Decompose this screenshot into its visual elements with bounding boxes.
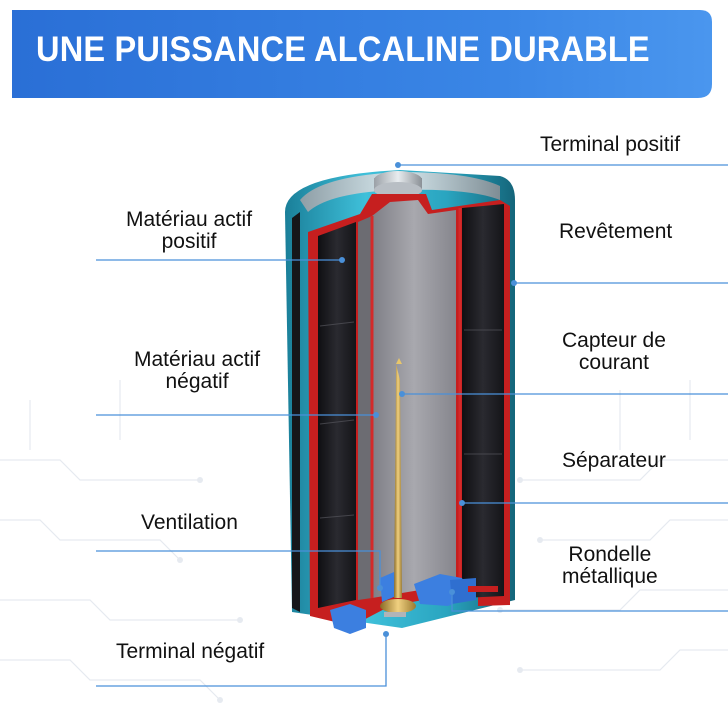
gray-layer-left (358, 216, 372, 600)
label-terminal-positif: Terminal positif (540, 134, 680, 156)
label-materiau-actif-positif: Matériau actif positif (126, 209, 252, 253)
label-text-line1: Matériau actif (134, 349, 260, 371)
label-rondelle-metallique: Rondelle métallique (562, 544, 658, 588)
metal-washer (384, 612, 406, 617)
label-text-line1: Rondelle (562, 544, 658, 566)
label-materiau-actif-negatif: Matériau actif négatif (134, 349, 260, 393)
dark-layer-right (462, 204, 504, 598)
label-text-line2: positif (126, 231, 252, 253)
label-text-line2: courant (562, 352, 666, 374)
label-text: Revêtement (559, 221, 672, 243)
label-revetement: Revêtement (559, 221, 672, 243)
label-text-line2: métallique (562, 566, 658, 588)
label-ventilation: Ventilation (141, 512, 238, 534)
label-text-line1: Capteur de (562, 330, 666, 352)
label-text: Terminal négatif (116, 641, 264, 663)
label-text: Terminal positif (540, 134, 680, 156)
label-text-line1: Matériau actif (126, 209, 252, 231)
label-text: Séparateur (562, 450, 666, 472)
label-text: Ventilation (141, 512, 238, 534)
label-capteur-de-courant: Capteur de courant (562, 330, 666, 374)
gray-core (372, 200, 456, 598)
positive-terminal-cap (374, 171, 422, 198)
label-terminal-negatif: Terminal négatif (116, 641, 264, 663)
label-text-line2: négatif (134, 371, 260, 393)
label-separateur: Séparateur (562, 450, 666, 472)
